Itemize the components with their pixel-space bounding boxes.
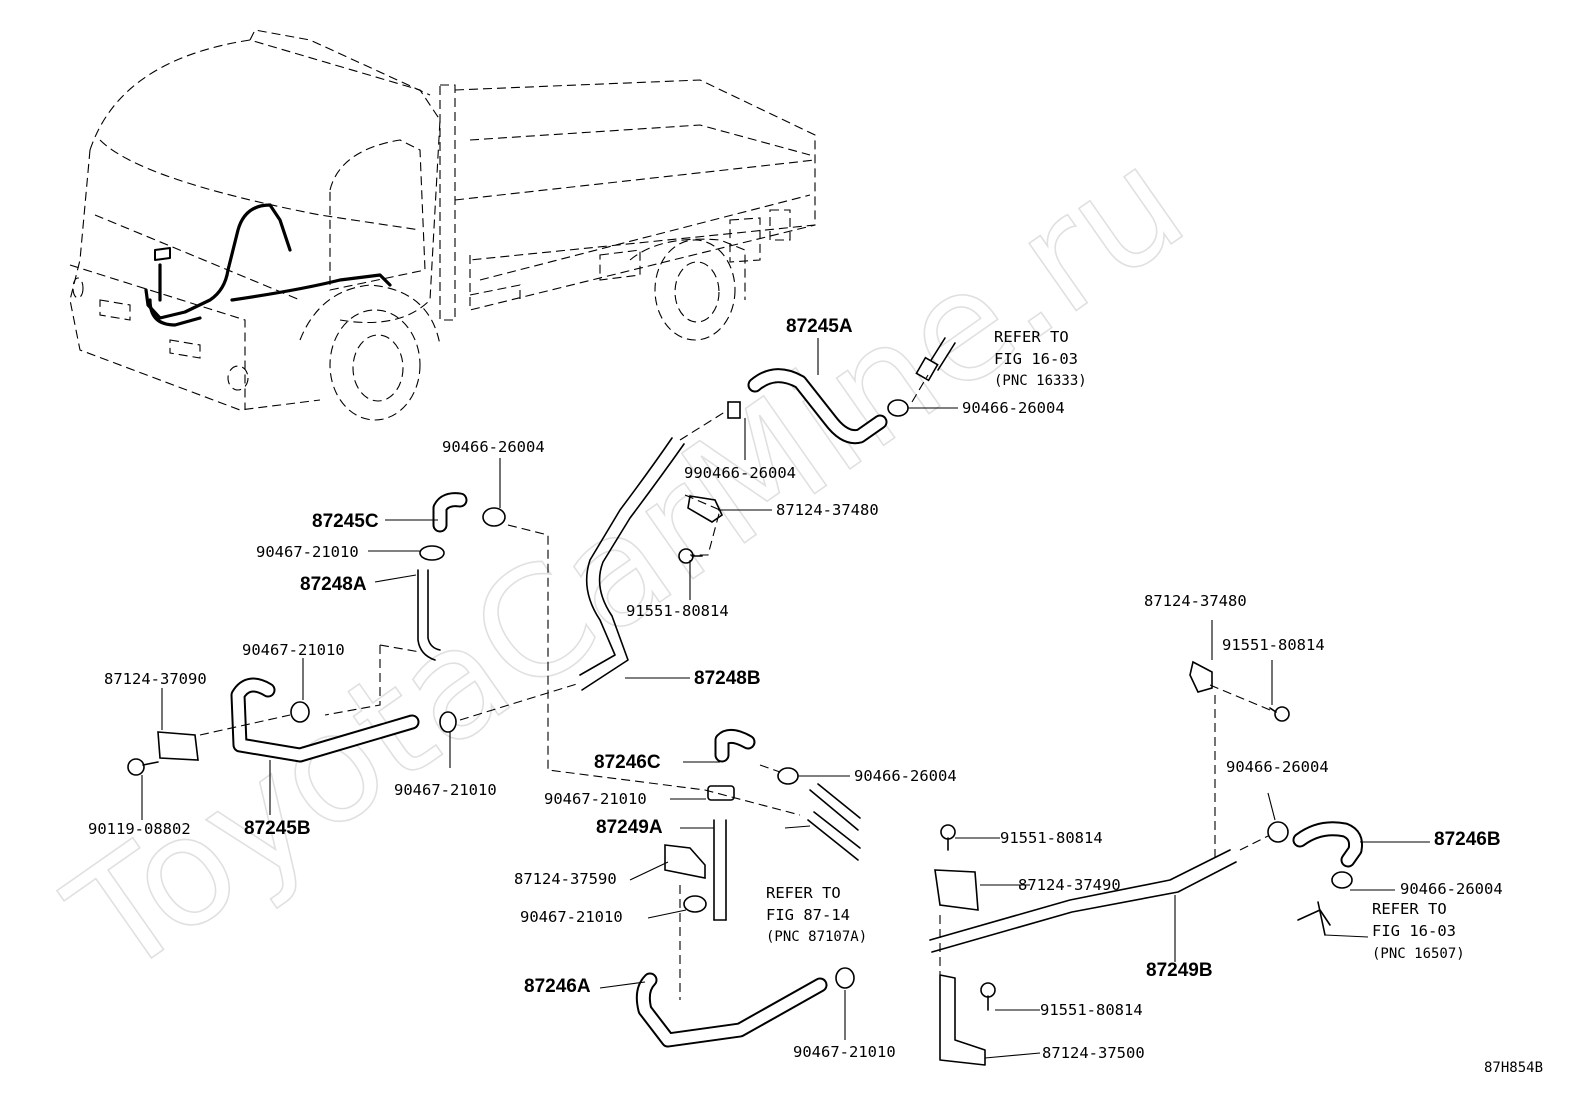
label-90466-26004-c: 90466-26004 <box>442 438 545 456</box>
label-91551-80814-d: 91551-80814 <box>1040 1001 1143 1019</box>
ref1-line2: FIG 16-03 <box>994 350 1078 368</box>
label-91551-80814-a: 91551-80814 <box>626 602 729 620</box>
hose-87248A <box>417 569 441 661</box>
hose-87246A <box>635 972 828 1048</box>
hose-87249B <box>929 849 1237 953</box>
clip-87124-37490 <box>934 869 979 911</box>
clamp-90467-21010-d <box>707 785 735 801</box>
ref-pipe-87107A <box>807 783 861 861</box>
ref-pipe-16507 <box>1297 901 1331 936</box>
clip-87124-37590 <box>664 844 706 879</box>
label-90466-26004-f: 90466-26004 <box>1400 880 1503 898</box>
hose-87245B <box>230 677 420 763</box>
ref3-line2: FIG 16-03 <box>1372 922 1456 940</box>
hose-87246B <box>1292 821 1363 868</box>
hose-87248B <box>579 437 685 691</box>
clamp-90467-21010-e <box>683 895 707 913</box>
label-87248A: 87248A <box>300 574 367 595</box>
label-87124-37490: 87124-37490 <box>1018 876 1121 894</box>
label-87248B: 87248B <box>694 668 761 689</box>
clip-87124-37090 <box>157 731 199 761</box>
label-90467-21010-c: 90467-21010 <box>394 781 497 799</box>
label-87124-37480-right: 87124-37480 <box>1144 592 1247 610</box>
label-87246C: 87246C <box>594 752 661 773</box>
label-87249A: 87249A <box>596 817 663 838</box>
clip-87124-37480-right <box>1189 660 1213 693</box>
label-990466-26004: 990466-26004 <box>684 464 796 482</box>
clamp-990466-26004 <box>727 401 741 419</box>
label-87124-37590: 87124-37590 <box>514 870 617 888</box>
label-90467-21010-f: 90467-21010 <box>793 1043 896 1061</box>
label-87246B: 87246B <box>1434 829 1501 850</box>
label-87245B: 87245B <box>244 818 311 839</box>
label-90466-26004-d: 90466-26004 <box>854 767 957 785</box>
label-87124-37480-top: 87124-37480 <box>776 501 879 519</box>
clamp-90467-21010-c <box>439 711 457 733</box>
label-90467-21010-d: 90467-21010 <box>544 790 647 808</box>
clip-87124-37500 <box>939 974 986 1066</box>
part-labels: 87245A 90466-26004 990466-26004 87124-37… <box>88 316 1503 1062</box>
figure-code: 87H854B <box>1484 1060 1543 1076</box>
hose-87249A <box>713 819 727 921</box>
ref1-line1: REFER TO <box>994 328 1069 346</box>
ref-note-16333: REFER TO FIG 16-03 (PNC 16333) <box>994 328 1087 389</box>
ref-note-87107A: REFER TO FIG 87-14 (PNC 87107A) <box>766 884 867 945</box>
label-90467-21010-b: 90467-21010 <box>242 641 345 659</box>
label-87249B: 87249B <box>1146 960 1213 981</box>
assembly-links <box>199 374 1271 1000</box>
label-90119-08802: 90119-08802 <box>88 820 191 838</box>
label-87124-37500: 87124-37500 <box>1042 1044 1145 1062</box>
clamp-90466-26004-d <box>777 767 799 785</box>
ref2-line3: (PNC 87107A) <box>766 929 867 945</box>
clamp-90466-26004-e <box>1267 821 1289 843</box>
hose-87246C <box>714 729 756 763</box>
clamp-90466-26004-top <box>887 399 909 417</box>
clip-87124-37480-top <box>687 495 724 523</box>
label-91551-80814-b: 91551-80814 <box>1222 636 1325 654</box>
ref-pipe-16333 <box>915 337 956 382</box>
ref-note-16507: REFER TO FIG 16-03 (PNC 16507) <box>1372 900 1465 962</box>
ref3-line1: REFER TO <box>1372 900 1447 918</box>
label-90466-26004-e: 90466-26004 <box>1226 758 1329 776</box>
bolt-90119-08802 <box>127 758 159 776</box>
ref2-line2: FIG 87-14 <box>766 906 850 924</box>
clamp-90467-21010-b <box>290 701 310 723</box>
clamp-90466-26004-f <box>1331 871 1353 889</box>
label-91551-80814-c: 91551-80814 <box>1000 829 1103 847</box>
ref3-line3: (PNC 16507) <box>1372 946 1465 962</box>
bolt-91551-80814-b <box>1269 706 1290 722</box>
bolt-91551-80814-a <box>678 548 703 564</box>
bolt-91551-80814-d <box>980 982 996 1011</box>
ref2-line1: REFER TO <box>766 884 841 902</box>
label-87246A: 87246A <box>524 976 591 997</box>
label-87245C: 87245C <box>312 511 379 532</box>
label-90466-26004-top: 90466-26004 <box>962 399 1065 417</box>
clamp-90467-21010-f <box>835 967 855 989</box>
clamp-90467-21010-a <box>419 545 445 561</box>
label-87124-37090: 87124-37090 <box>104 670 207 688</box>
truck-illustration <box>69 29 816 421</box>
label-90467-21010-e: 90467-21010 <box>520 908 623 926</box>
label-87245A: 87245A <box>786 316 853 337</box>
clamp-90466-26004-c <box>482 507 506 527</box>
hose-87245C <box>432 492 468 533</box>
label-90467-21010-a: 90467-21010 <box>256 543 359 561</box>
leader-lines <box>141 338 1430 1059</box>
bolt-91551-80814-c <box>940 824 956 851</box>
hose-87245A <box>747 368 888 445</box>
ref1-line3: (PNC 16333) <box>994 373 1087 389</box>
